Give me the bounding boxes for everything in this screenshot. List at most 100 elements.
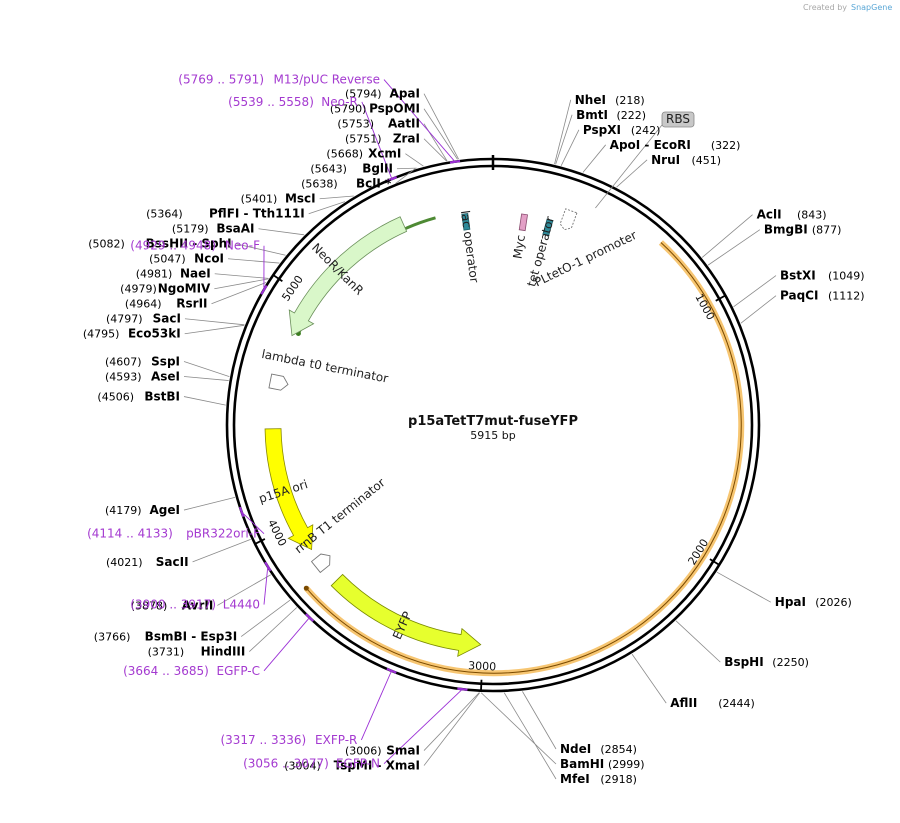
site-name-pspomi: PspOMI — [369, 102, 420, 116]
site-pos-naei: (4981) — [136, 268, 173, 281]
leader-sspi — [183, 361, 230, 378]
site-mfei: MfeI (2918) — [560, 772, 637, 786]
leader-bmgbi — [707, 229, 761, 266]
leader-asei — [183, 376, 229, 381]
leader-bstxi — [733, 275, 777, 308]
primer-range-egfp-n: (3056 .. 3077) — [243, 757, 329, 771]
leader-ngomiv — [214, 278, 269, 290]
arc-head-outer-orange — [303, 585, 309, 591]
leader-smai — [423, 692, 480, 751]
site-pos-ndei: (2854) — [600, 743, 637, 756]
arc-line-outer-orange — [305, 242, 742, 674]
primer-leader-neo-r — [361, 101, 393, 180]
site-name-eco53ki: Eco53kI — [128, 327, 181, 341]
feature-box-lac-operator — [461, 213, 471, 231]
leader-apai — [423, 93, 460, 160]
leader-aflii — [631, 653, 667, 704]
leader-pspxi — [560, 129, 580, 166]
site-pos-eco53ki: (4795) — [83, 328, 120, 341]
primer-range-pbr322ori-f: (4114 .. 4133) — [87, 527, 173, 541]
feature-terminator-rrnb-t1-terminator — [310, 553, 331, 574]
site-name-sspi: SspI — [151, 354, 180, 368]
site-pos-tspmi-xmai: (3004) — [284, 760, 321, 773]
site-name-bcli: BclI * — [356, 177, 392, 191]
site-name-sacii: SacII — [156, 555, 189, 569]
site-name-bglii: BglII — [362, 162, 393, 176]
site-pos-bamhi: (2999) — [608, 758, 645, 771]
leader-pflfi-tth111i — [308, 201, 346, 215]
primer-m13-puc-reverse: M13/pUC Reverse(5769 .. 5791) — [178, 73, 380, 87]
site-name-paqci: PaqCI — [780, 289, 818, 303]
tick-2000 — [709, 558, 720, 566]
site-asei: AseI(4593) — [105, 369, 180, 383]
site-bmti: BmtI(222) — [576, 108, 646, 122]
primer-name-l4440: L4440 — [223, 598, 260, 612]
site-pos-xcmi: (5668) — [326, 148, 363, 161]
site-rsrii: RsrII(4964) — [125, 297, 208, 311]
primer-mark-l4440 — [264, 561, 272, 572]
site-aatii: AatII(5753) — [337, 117, 420, 131]
leader-xcmi — [405, 153, 424, 167]
site-apai: ApaI(5794) — [345, 87, 420, 101]
leader-bsshii-sphi — [235, 243, 286, 256]
primer-leader-egfp-n — [383, 688, 463, 765]
site-name-acli: AclI — [757, 208, 782, 222]
site-pos-aatii: (5753) — [337, 118, 374, 131]
leader-paqci — [740, 295, 777, 324]
site-pos-pspxi: (242) — [631, 124, 661, 137]
site-name-zrai: ZraI — [393, 132, 420, 146]
site-pos-asei: (4593) — [105, 370, 142, 383]
primer-exfp-r: EXFP-R(3317 .. 3336) — [220, 733, 357, 747]
credit-brand[interactable]: SnapGene — [851, 3, 892, 12]
site-pos-bcli: (5638) — [301, 178, 338, 191]
primer-leader-egfp-c — [263, 617, 310, 672]
site-pos-mfei: (2918) — [600, 773, 637, 786]
site-pos-avrii: (3878) — [131, 599, 168, 612]
leader-mfei — [503, 692, 557, 780]
site-aflii: AflII(2444) — [670, 696, 755, 710]
site-sacii: SacII(4021) — [106, 555, 189, 569]
site-pos-bsaai: (5179) — [172, 223, 209, 236]
site-bsaai: BsaAI(5179) — [172, 222, 255, 236]
feature-label-rbs: RBS — [666, 112, 690, 126]
site-name-msci: MscI — [285, 192, 316, 206]
site-pos-pflfi-tth111i: (5364) — [146, 208, 183, 221]
leader-bamhi — [480, 692, 557, 765]
primer-leader-exfp-r — [360, 670, 392, 741]
site-zrai: ZraI(5751) — [345, 132, 420, 146]
primer-name-neo-f: Neo-F — [225, 239, 260, 253]
site-name-ncoi: NcoI — [194, 252, 224, 266]
primer-egfp-c: EGFP-C(3664 .. 3685) — [123, 664, 260, 678]
site-tspmi-xmai: TspMI - XmaI(3004) — [284, 759, 420, 773]
leader-bsaai — [258, 228, 305, 236]
site-name-mfei: MfeI — [560, 772, 590, 786]
site-bmgbi: BmgBI(877) — [764, 223, 842, 237]
primer-name-exfp-r: EXFP-R — [315, 733, 357, 747]
site-bsphi: BspHI(2250) — [724, 655, 809, 669]
leader-nrui — [616, 159, 648, 188]
site-pos-bsshii-sphi: (5082) — [88, 238, 125, 251]
primer-name-neo-r: Neo-R — [321, 95, 358, 109]
leader-nhei — [554, 99, 572, 165]
site-name-ngomiv: NgoMIV — [158, 282, 211, 296]
primer-range-neo-r: (5539 .. 5558) — [228, 95, 314, 109]
primer-mark-neo-f — [260, 284, 268, 295]
site-name-apai: ApaI — [390, 87, 420, 101]
site-name-nhei: NheI — [575, 93, 606, 107]
leader-bstbi — [183, 396, 226, 406]
primer-mark-exfp-r — [386, 667, 397, 674]
primer-leader-m13-puc-reverse — [383, 79, 456, 163]
site-name-saci: SacI — [153, 312, 181, 326]
site-pos-bmgbi: (877) — [812, 224, 842, 237]
primer-l4440: L4440(3900 .. 3917) — [130, 598, 260, 612]
site-pos-pspomi: (5790) — [330, 103, 367, 116]
site-pos-agei: (4179) — [105, 504, 142, 517]
plasmid-length: 5915 bp — [470, 429, 515, 442]
site-pos-hpai: (2026) — [815, 596, 852, 609]
site-name-smai: SmaI — [386, 744, 420, 758]
site-name-nrui: NruI — [651, 153, 680, 167]
site-hindiii: HindIII(3731) — [148, 645, 246, 659]
primer-range-egfp-c: (3664 .. 3685) — [123, 664, 209, 678]
site-pos-smai: (3006) — [345, 745, 382, 758]
